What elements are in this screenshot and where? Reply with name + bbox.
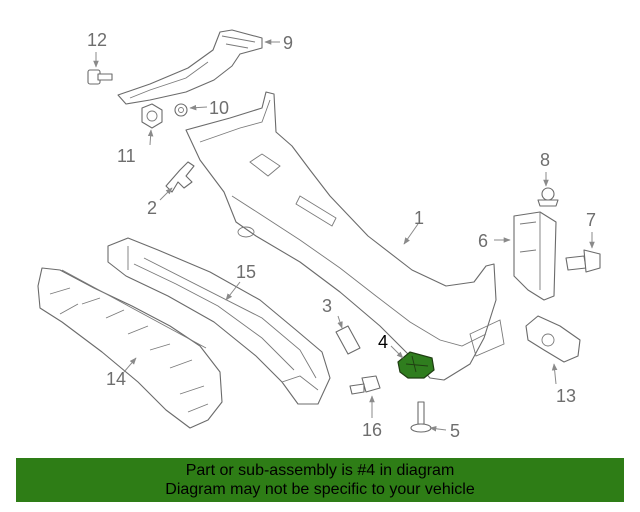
part-15-reinforcement-beam[interactable] bbox=[107, 237, 331, 405]
part-2-clip[interactable] bbox=[165, 161, 195, 193]
callout-15: 15 bbox=[236, 262, 256, 282]
callout-9: 9 bbox=[283, 33, 293, 53]
callout-10: 10 bbox=[209, 98, 229, 118]
callout-1: 1 bbox=[414, 208, 424, 228]
callout-13: 13 bbox=[556, 386, 576, 406]
part-10-washer[interactable] bbox=[174, 103, 188, 117]
part-3-small-bracket[interactable] bbox=[335, 325, 361, 355]
part-16-bolt[interactable] bbox=[349, 375, 381, 395]
part-12-bolt[interactable] bbox=[87, 69, 113, 85]
part-11-nut[interactable] bbox=[141, 103, 163, 129]
callout-2: 2 bbox=[147, 198, 157, 218]
part-8-push-pin[interactable] bbox=[537, 187, 559, 207]
banner-line-part-info: Part or sub-assembly is #4 in diagram bbox=[185, 462, 455, 479]
part-6-side-bracket[interactable] bbox=[513, 211, 557, 301]
part-7-push-rivet[interactable] bbox=[565, 249, 601, 273]
banner-line-disclaimer: Diagram may not be specific to your vehi… bbox=[165, 481, 475, 498]
callout-14: 14 bbox=[106, 369, 126, 389]
callout-11: 11 bbox=[117, 146, 136, 166]
callout-6: 6 bbox=[478, 231, 488, 251]
callout-12: 12 bbox=[87, 30, 107, 50]
part-13-lower-bracket[interactable] bbox=[525, 315, 581, 363]
part-9-bracket[interactable] bbox=[117, 29, 263, 105]
callout-16: 16 bbox=[362, 420, 382, 440]
part-14-absorber[interactable] bbox=[37, 267, 223, 429]
leader-lines bbox=[93, 39, 595, 432]
callout-labels: 12 9 10 11 2 1 8 6 7 3 4 5 13 14 15 16 bbox=[87, 30, 596, 441]
part-4-highlighted-bracket[interactable] bbox=[397, 351, 435, 379]
part-1-bumper-cover[interactable] bbox=[185, 91, 505, 381]
callout-3: 3 bbox=[322, 296, 332, 316]
info-banner: Part or sub-assembly is #4 in diagram Di… bbox=[16, 458, 624, 502]
callout-5: 5 bbox=[450, 421, 460, 441]
callout-4-highlighted: 4 bbox=[378, 332, 388, 352]
callout-7: 7 bbox=[586, 210, 596, 230]
part-5-push-pin[interactable] bbox=[410, 401, 432, 433]
exploded-parts-diagram: 12 9 10 11 2 1 8 6 7 3 4 5 13 14 15 16 bbox=[37, 29, 601, 441]
callout-8: 8 bbox=[540, 150, 550, 170]
